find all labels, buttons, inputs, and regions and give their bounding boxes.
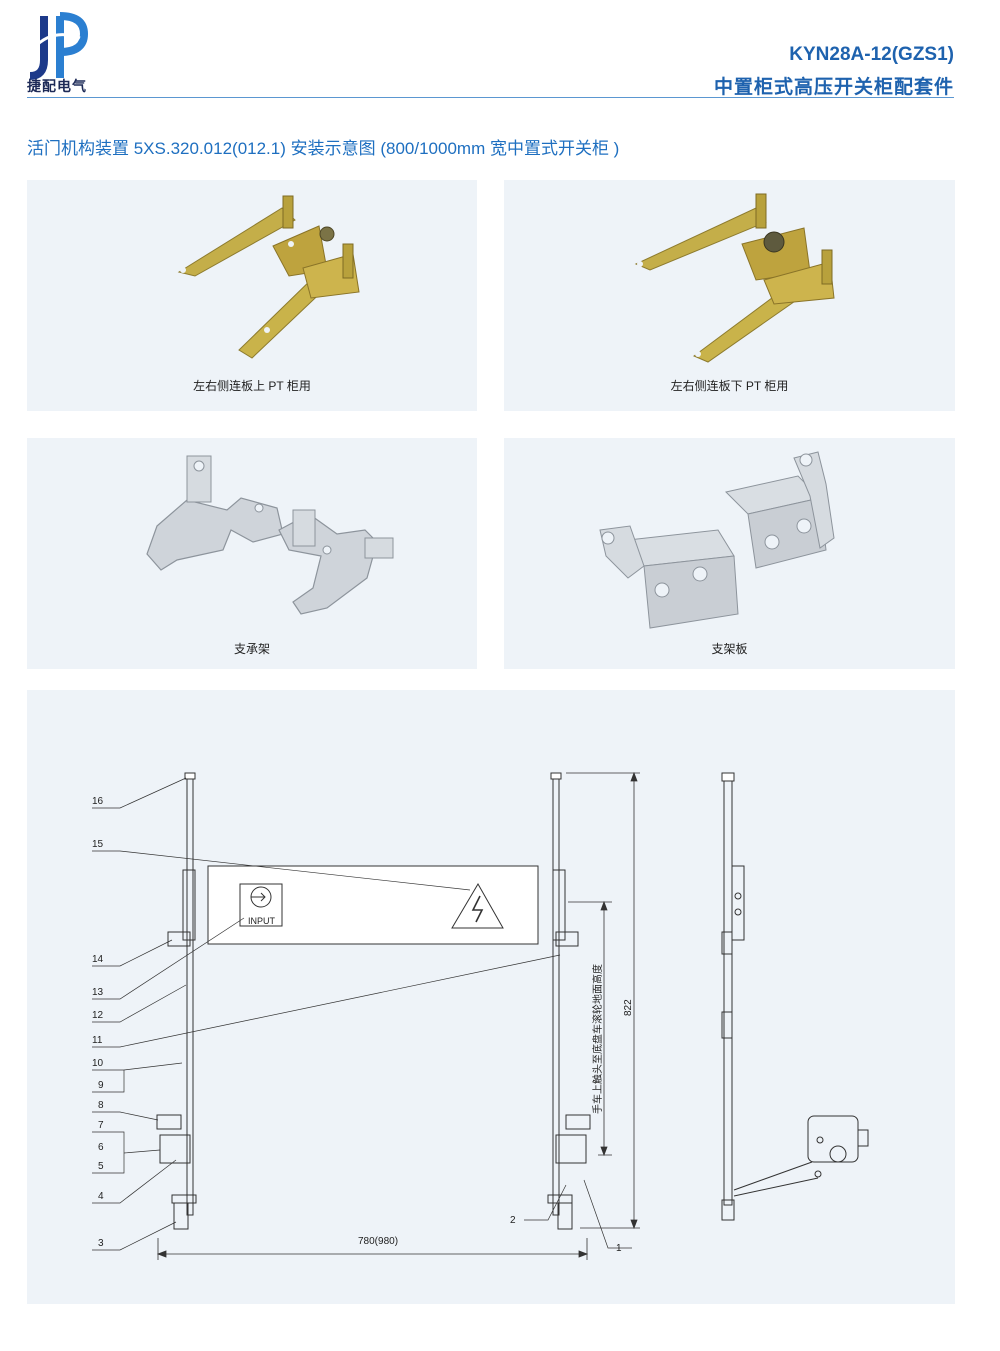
photo-caption: 左右侧连板下 PT 柜用 [670,379,789,393]
photo-caption: 支承架 [233,642,270,656]
callout-7: 7 [98,1120,104,1131]
callout-16: 16 [92,796,104,807]
section-title: 活门机构装置 5XS.320.012(012.1) 安装示意图 (800/100… [27,139,620,158]
callout-5: 5 [98,1161,104,1172]
brand-name: 捷配电气 [27,78,87,94]
support-frame-image [146,455,394,615]
callout-14: 14 [92,954,104,965]
product-code: KYN28A-12(GZS1) [789,44,954,65]
photo-caption: 左右侧连板上 PT 柜用 [193,379,311,393]
callout-12: 12 [92,1010,104,1021]
installation-diagram: 16 15 14 13 12 11 10 9 8 7 6 5 4 3 2 1 I… [92,771,869,1260]
callout-6: 6 [98,1142,104,1153]
input-label: INPUT [248,916,276,926]
header-divider [27,97,954,98]
photo-caption: 支架板 [711,642,748,656]
callout-13: 13 [92,987,104,998]
callout-10: 10 [92,1058,104,1069]
photo-panel-lower-pt: 左右侧连板下 PT 柜用 [504,180,955,411]
page-title: 中置柜式高压开关柜配套件 [713,77,954,98]
callout-8: 8 [98,1100,104,1111]
callout-9: 9 [98,1080,104,1091]
callout-11: 11 [92,1035,103,1046]
photo-panel-upper-pt: 左右侧连板上 PT 柜用 [27,180,477,411]
lower-pt-linkage-image [634,193,835,363]
callout-4: 4 [98,1191,104,1202]
callout-3: 3 [98,1238,104,1249]
bracket-plate-image [599,451,835,629]
jp-logo [29,12,89,80]
photo-panel-bracket-plate: 支架板 [504,438,955,669]
callout-2: 2 [510,1215,516,1226]
installation-diagram-panel: 16 15 14 13 12 11 10 9 8 7 6 5 4 3 2 1 I… [27,690,955,1304]
height-dimension: 822 [623,999,634,1016]
photo-panel-support-frame: 支承架 [27,438,477,669]
width-dimension: 780(980) [358,1236,398,1247]
callout-15: 15 [92,839,104,850]
vertical-note: 手车上触头至底盘车滚轮地面高度 [591,964,604,1114]
callout-1: 1 [616,1243,622,1254]
upper-pt-linkage-image [177,195,360,359]
